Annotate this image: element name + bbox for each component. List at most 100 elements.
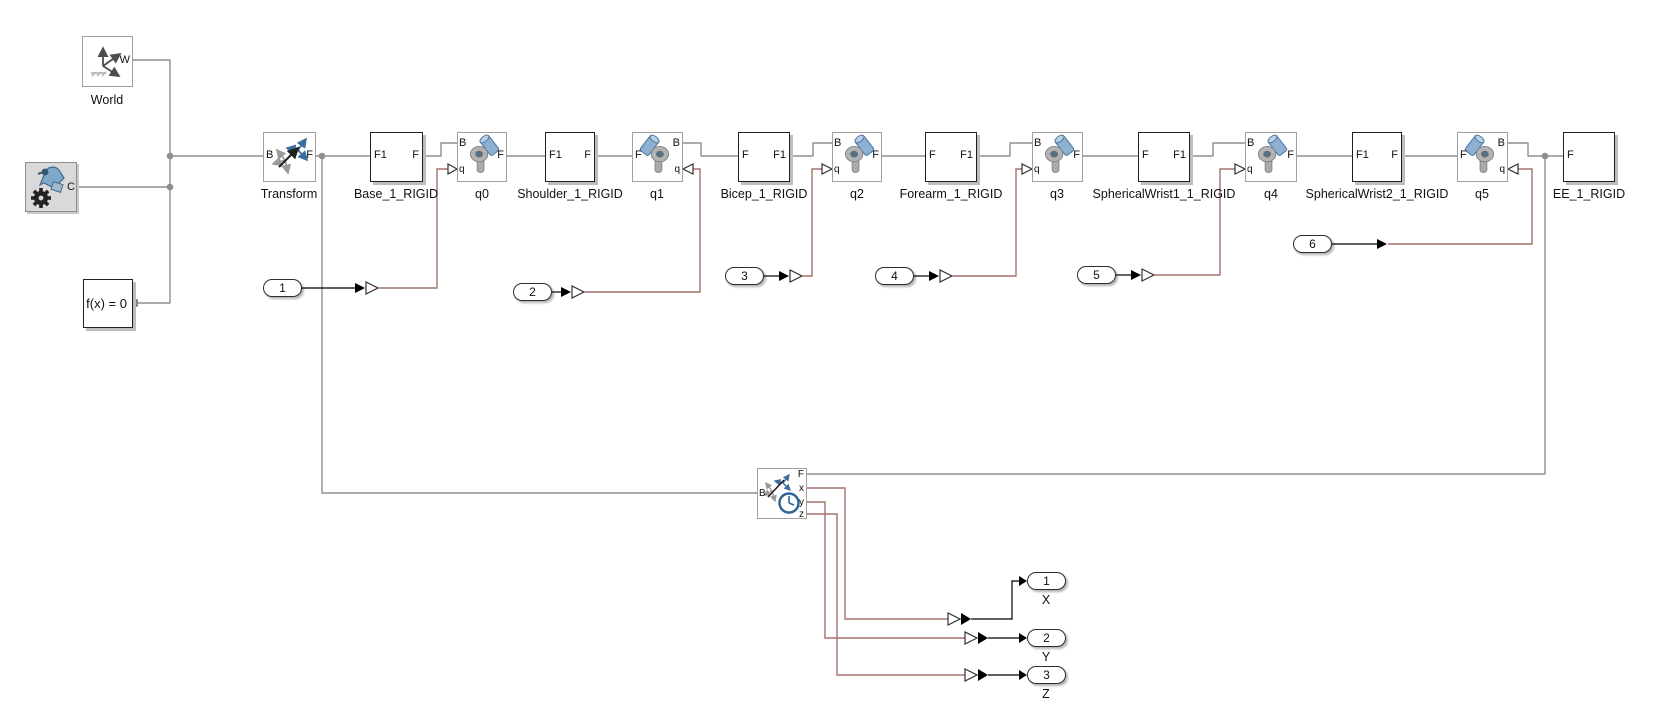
wire-q1-to-bicep[interactable]: [683, 142, 738, 157]
wire-q5-to-ee[interactable]: [1508, 142, 1563, 157]
shoulder-port-f: F: [584, 149, 591, 161]
solver-block[interactable]: f(x) = 0: [83, 279, 133, 328]
signal-sensor-y-out2[interactable]: [807, 501, 1027, 645]
bicep-port-f1: F1: [773, 149, 786, 161]
q1-port-q: q: [674, 164, 680, 175]
inport-1[interactable]: 1: [263, 279, 302, 297]
transform-label: Transform: [260, 187, 318, 201]
bicep-rigid-block[interactable]: F F1: [738, 132, 790, 182]
q4-joint-block[interactable]: B q F: [1245, 132, 1297, 182]
base-rigid-block[interactable]: F1 F: [370, 132, 423, 182]
world-frame-block[interactable]: W: [82, 36, 133, 87]
forearm-rigid-label: Forearm_1_RIGID: [899, 187, 1003, 201]
inport-3[interactable]: 3: [725, 267, 764, 285]
transform-port-f: F: [306, 149, 313, 161]
junction-dots: [166, 152, 1549, 191]
base-port-f1: F1: [374, 149, 387, 161]
wire-sensor-f-to-ee-junction[interactable]: [807, 156, 1546, 475]
shoulder-rigid-label: Shoulder_1_RIGID: [517, 187, 623, 201]
q1-port-b: B: [672, 137, 680, 149]
mechanism-configuration-block[interactable]: C: [25, 162, 77, 212]
bicep-port-f: F: [742, 149, 749, 161]
q2-joint-block[interactable]: B q F: [832, 132, 882, 182]
wrist2-port-f1: F1: [1356, 149, 1369, 161]
world-port-w: W: [119, 54, 130, 66]
signal-sensor-z-out3[interactable]: [807, 513, 1027, 682]
transform-sensor-icon: [762, 473, 800, 514]
inport-6[interactable]: 6: [1293, 235, 1332, 253]
wire-wrist1-to-q4[interactable]: [1190, 142, 1245, 157]
revolute-joint-icon: [1258, 134, 1288, 173]
q3-label: q3: [1050, 187, 1064, 201]
wire-base-to-q0[interactable]: [423, 142, 457, 157]
outport-1-label: X: [1041, 593, 1051, 607]
q3-port-b: B: [1034, 137, 1042, 149]
wire-world-to-solver[interactable]: [133, 59, 171, 304]
q1-joint-block[interactable]: F B q: [632, 132, 683, 182]
sensor-port-b: B: [759, 488, 766, 499]
solver-text: f(x) = 0: [86, 296, 127, 311]
q3-joint-block[interactable]: B q F: [1032, 132, 1083, 182]
forearm-port-f1: F1: [960, 149, 973, 161]
q5-joint-block[interactable]: F B q: [1457, 132, 1508, 182]
signal-in5-q4[interactable]: [1116, 163, 1247, 282]
bicep-rigid-label: Bicep_1_RIGID: [720, 187, 808, 201]
wrist1-port-f: F: [1142, 149, 1149, 161]
spherical-wrist2-rigid-block[interactable]: F1 F: [1352, 132, 1402, 182]
q0-port-q: q: [459, 164, 465, 175]
revolute-joint-icon: [845, 134, 875, 173]
q2-port-q: q: [834, 164, 840, 175]
q2-port-b: B: [834, 137, 842, 149]
sensor-port-x: x: [799, 483, 804, 494]
signal-in1-q0[interactable]: [302, 162, 459, 295]
transform-sensor-block[interactable]: B F x y z: [757, 468, 807, 520]
q0-label: q0: [475, 187, 489, 201]
q0-port-b: B: [459, 137, 467, 149]
inport-5[interactable]: 5: [1077, 266, 1116, 284]
q5-port-q: q: [1499, 164, 1505, 175]
q0-port-f: F: [497, 149, 504, 161]
revolute-joint-icon: [1464, 134, 1494, 173]
outport-3-label: Z: [1042, 687, 1050, 701]
signal-in4-q3[interactable]: [914, 163, 1034, 283]
outport-2[interactable]: 2: [1027, 629, 1066, 647]
spherical-wrist1-rigid-block[interactable]: F F1: [1138, 132, 1190, 182]
outport-2-label: Y: [1041, 650, 1051, 664]
transform-icon: [271, 137, 309, 175]
q3-port-f: F: [1073, 149, 1080, 161]
transform-port-b: B: [266, 149, 274, 161]
q0-joint-block[interactable]: B q F: [457, 132, 507, 182]
q4-port-f: F: [1287, 149, 1294, 161]
config-port-c: C: [67, 181, 75, 193]
transform-block[interactable]: B F: [263, 132, 316, 182]
spherical-wrist2-label: SphericalWrist2_1_RIGID: [1305, 187, 1449, 201]
world-frame-icon: [91, 46, 122, 77]
signal-in6-q5[interactable]: [1332, 163, 1533, 249]
sensor-port-f: F: [797, 469, 804, 480]
wire-junction-to-sensor-b[interactable]: [321, 156, 757, 494]
forearm-rigid-block[interactable]: F F1: [925, 132, 977, 182]
inport-2[interactable]: 2: [513, 283, 552, 301]
q1-label: q1: [650, 187, 664, 201]
spherical-wrist1-label: SphericalWrist1_1_RIGID: [1092, 187, 1236, 201]
revolute-joint-icon: [470, 134, 500, 173]
revolute-joint-icon: [639, 134, 669, 173]
wire-forearm-to-q3[interactable]: [977, 142, 1032, 157]
forearm-port-f: F: [929, 149, 936, 161]
shoulder-rigid-block[interactable]: F1 F: [545, 132, 595, 182]
ee-rigid-block[interactable]: F: [1563, 132, 1615, 182]
sensor-port-y: y: [799, 497, 804, 508]
wire-bicep-to-q2[interactable]: [790, 142, 832, 157]
signal-in2-q1[interactable]: [552, 163, 701, 299]
outport-1[interactable]: 1: [1027, 572, 1066, 590]
inport-4[interactable]: 4: [875, 267, 914, 285]
outport-3[interactable]: 3: [1027, 666, 1066, 684]
base-rigid-label: Base_1_RIGID: [353, 187, 439, 201]
wrist1-port-f1: F1: [1173, 149, 1186, 161]
signal-in3-q2[interactable]: [764, 163, 834, 283]
signal-sensor-x-out1[interactable]: [807, 487, 1027, 626]
q2-label: q2: [850, 187, 864, 201]
q1-port-f: F: [635, 149, 642, 161]
